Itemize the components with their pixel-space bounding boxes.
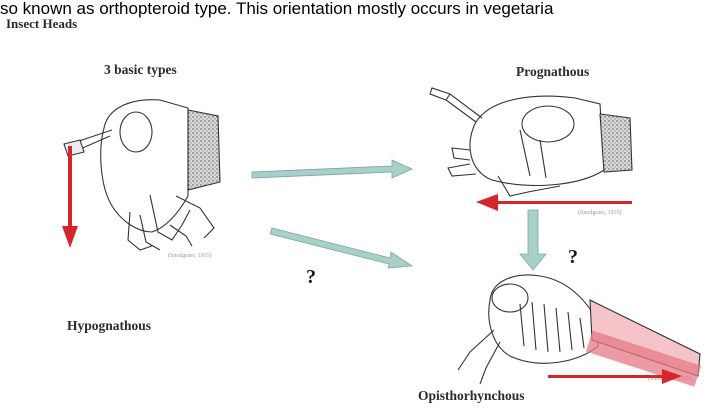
teal-arrow-down bbox=[520, 210, 546, 270]
red-arrow-left bbox=[476, 194, 632, 211]
hypognathous-head-drawing bbox=[64, 100, 220, 250]
red-arrow-down bbox=[62, 146, 78, 248]
teal-arrow-diagonal bbox=[270, 228, 412, 268]
prognathous-head-drawing bbox=[430, 88, 632, 196]
teal-arrow-right bbox=[252, 160, 412, 178]
